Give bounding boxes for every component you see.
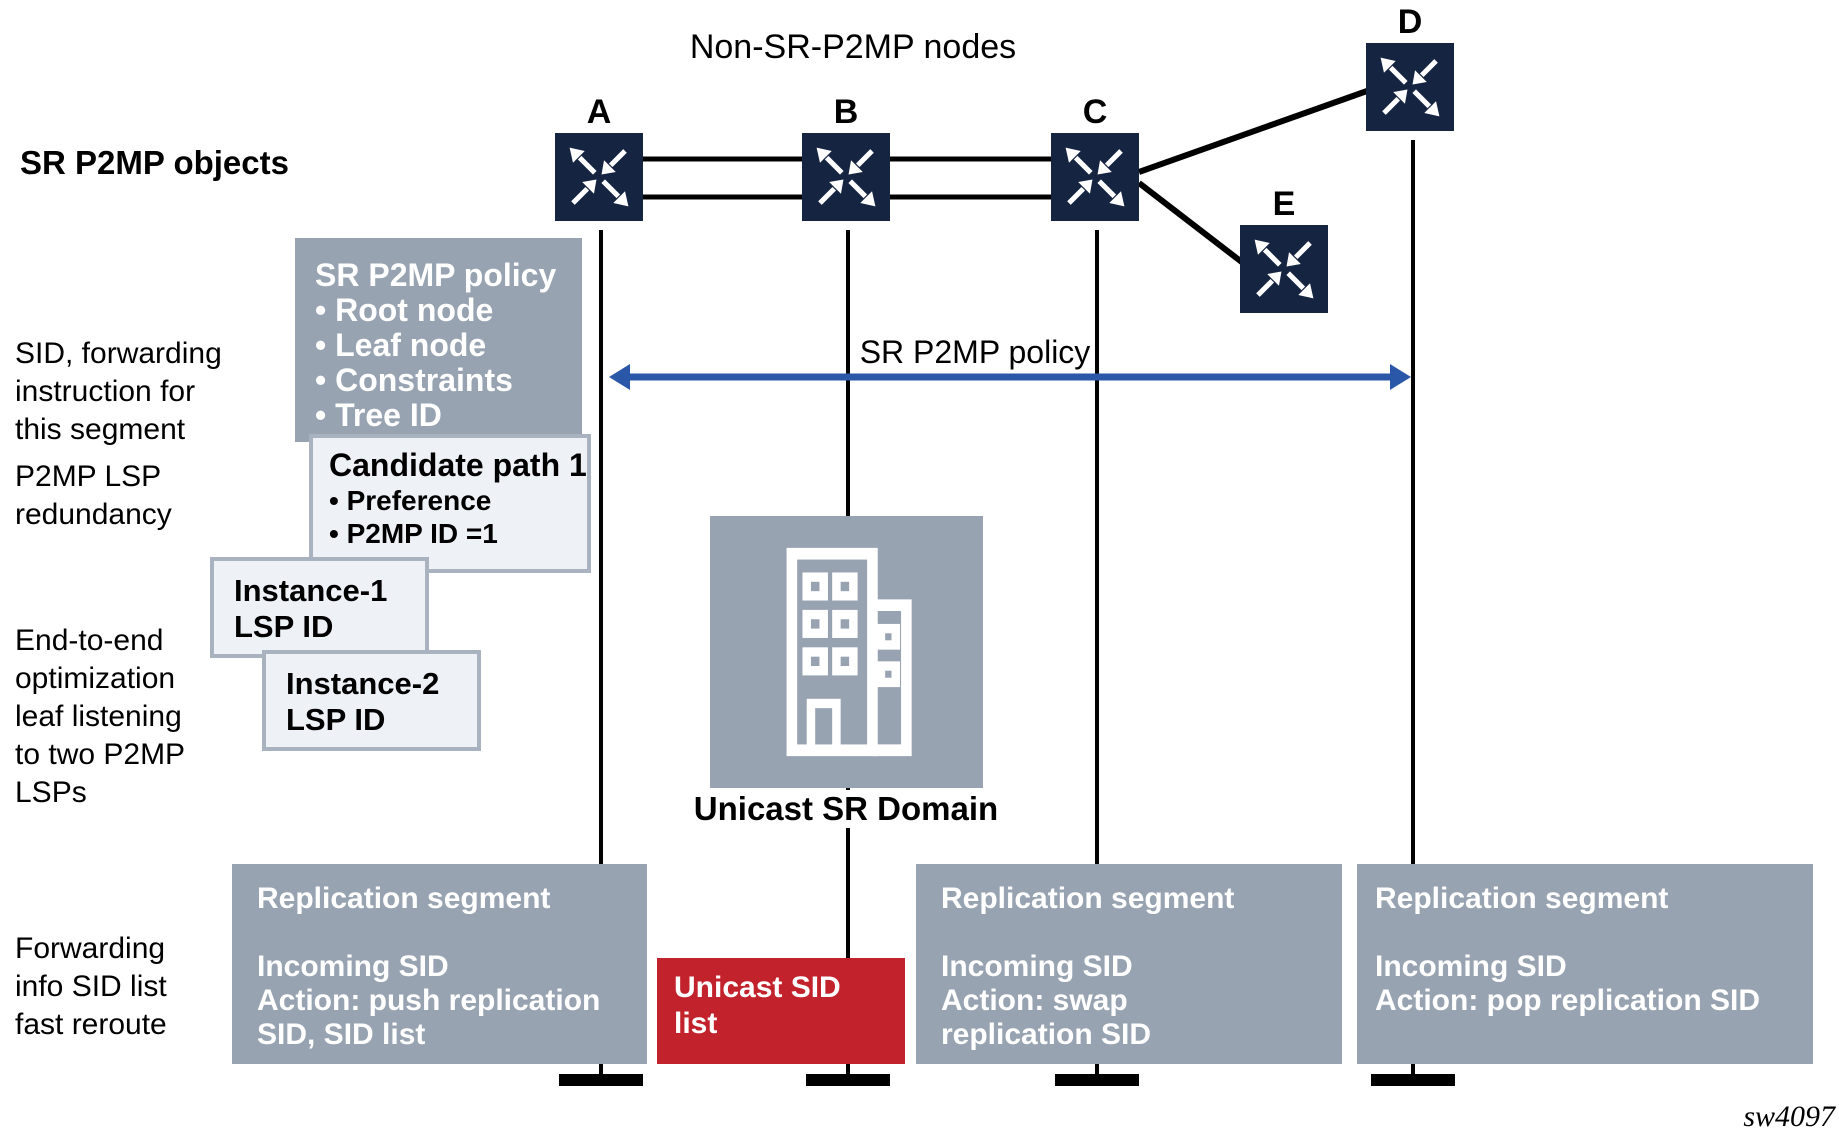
replication-line: Action: swap: [941, 984, 1128, 1017]
ground-mark-a: [559, 1074, 643, 1086]
node-c: C: [1051, 93, 1139, 221]
replication-line: Action: pop replication SID: [1375, 984, 1761, 1017]
node-d-label: D: [1397, 3, 1423, 41]
ground-mark-b: [806, 1074, 890, 1086]
label-end-to-end: End-to-end optimization leaf listening t…: [15, 622, 185, 812]
building-icon: [786, 547, 912, 757]
replication-title: Replication segment: [1375, 882, 1669, 915]
policy-bullet: • Root node: [315, 292, 494, 328]
router-icon: [1366, 43, 1454, 131]
diagram-title: Non-SR-P2MP nodes: [689, 28, 1017, 66]
candidate-bullet: • P2MP ID =1: [329, 518, 498, 549]
label-line: to two P2MP: [15, 738, 186, 771]
label-line: redundancy: [15, 498, 172, 531]
policy-arrow-label: SR P2MP policy: [859, 334, 1091, 370]
instance-2-box: Instance-2 LSP ID: [262, 650, 481, 751]
router-icon: [1240, 225, 1328, 313]
policy-bullet: • Leaf node: [315, 327, 487, 363]
policy-span-arrow: [609, 364, 1411, 390]
node-b: B: [802, 93, 890, 221]
replication-line: Incoming SID: [257, 950, 449, 983]
label-line: Forwarding: [15, 932, 166, 965]
replication-title: Replication segment: [257, 882, 551, 915]
label-line: info SID list: [15, 970, 167, 1003]
router-icon: [802, 133, 890, 221]
replication-line: replication SID: [941, 1018, 1152, 1051]
section-heading: SR P2MP objects: [20, 144, 289, 181]
label-sid-forwarding: SID, forwarding instruction for this seg…: [15, 335, 222, 449]
label-line: optimization: [15, 662, 176, 695]
label-line: instruction for: [15, 375, 196, 408]
replication-segment-swap-box: Replication segment Incoming SID Action:…: [916, 864, 1342, 1064]
policy-box-title: SR P2MP policy: [315, 257, 557, 293]
label-line: this segment: [15, 413, 186, 446]
instance-line: Instance-2: [286, 666, 440, 701]
link-c-d: [1137, 88, 1369, 175]
replication-line: Incoming SID: [941, 950, 1133, 983]
node-c-label: C: [1082, 93, 1108, 131]
instance-1-box: Instance-1 LSP ID: [210, 557, 429, 658]
label-line: LSPs: [15, 776, 87, 809]
unicast-sid-list-box: Unicast SID list: [657, 958, 905, 1064]
unicast-sr-domain-label: Unicast SR Domain: [680, 790, 1012, 828]
label-lsp-redundancy: P2MP LSP redundancy: [15, 458, 172, 534]
label-line: SID, forwarding: [15, 337, 222, 370]
figure-watermark: sw4097: [1743, 1100, 1835, 1133]
replication-title: Replication segment: [941, 882, 1235, 915]
sr-p2mp-policy-box: SR P2MP policy • Root node • Leaf node •…: [295, 238, 582, 442]
ground-mark-c: [1055, 1074, 1139, 1086]
node-e: E: [1240, 185, 1328, 313]
link-c-e: [1137, 180, 1245, 266]
label-line: leaf listening: [15, 700, 182, 733]
unicast-sid-line: list: [674, 1007, 718, 1040]
router-icon: [1051, 133, 1139, 221]
replication-line: SID, SID list: [257, 1018, 426, 1051]
node-d: D: [1366, 3, 1454, 131]
candidate-bullet: • Preference: [329, 485, 492, 516]
router-icon: [555, 133, 643, 221]
instance-line: LSP ID: [286, 702, 386, 737]
replication-segment-pop-box: Replication segment Incoming SID Action:…: [1357, 864, 1813, 1064]
policy-bullet: • Tree ID: [315, 397, 442, 433]
node-e-label: E: [1272, 185, 1296, 223]
replication-line: Action: push replication: [257, 984, 601, 1017]
instance-line: LSP ID: [234, 609, 334, 644]
node-a-label: A: [586, 93, 612, 131]
label-line: End-to-end: [15, 624, 164, 657]
candidate-path-title: Candidate path 1: [329, 447, 587, 483]
label-line: fast reroute: [15, 1008, 167, 1041]
candidate-path-box: Candidate path 1 • Preference • P2MP ID …: [309, 434, 591, 573]
replication-segment-push-box: Replication segment Incoming SID Action:…: [232, 864, 647, 1064]
unicast-sr-domain-box: [710, 516, 983, 788]
label-forwarding-info: Forwarding info SID list fast reroute: [15, 930, 167, 1044]
node-b-label: B: [833, 93, 859, 131]
unicast-sid-line: Unicast SID: [674, 971, 841, 1004]
label-line: P2MP LSP: [15, 460, 162, 493]
replication-line: Incoming SID: [1375, 950, 1567, 983]
instance-line: Instance-1: [234, 573, 388, 608]
ground-mark-d: [1371, 1074, 1455, 1086]
node-a: A: [555, 93, 643, 221]
policy-bullet: • Constraints: [315, 362, 513, 398]
